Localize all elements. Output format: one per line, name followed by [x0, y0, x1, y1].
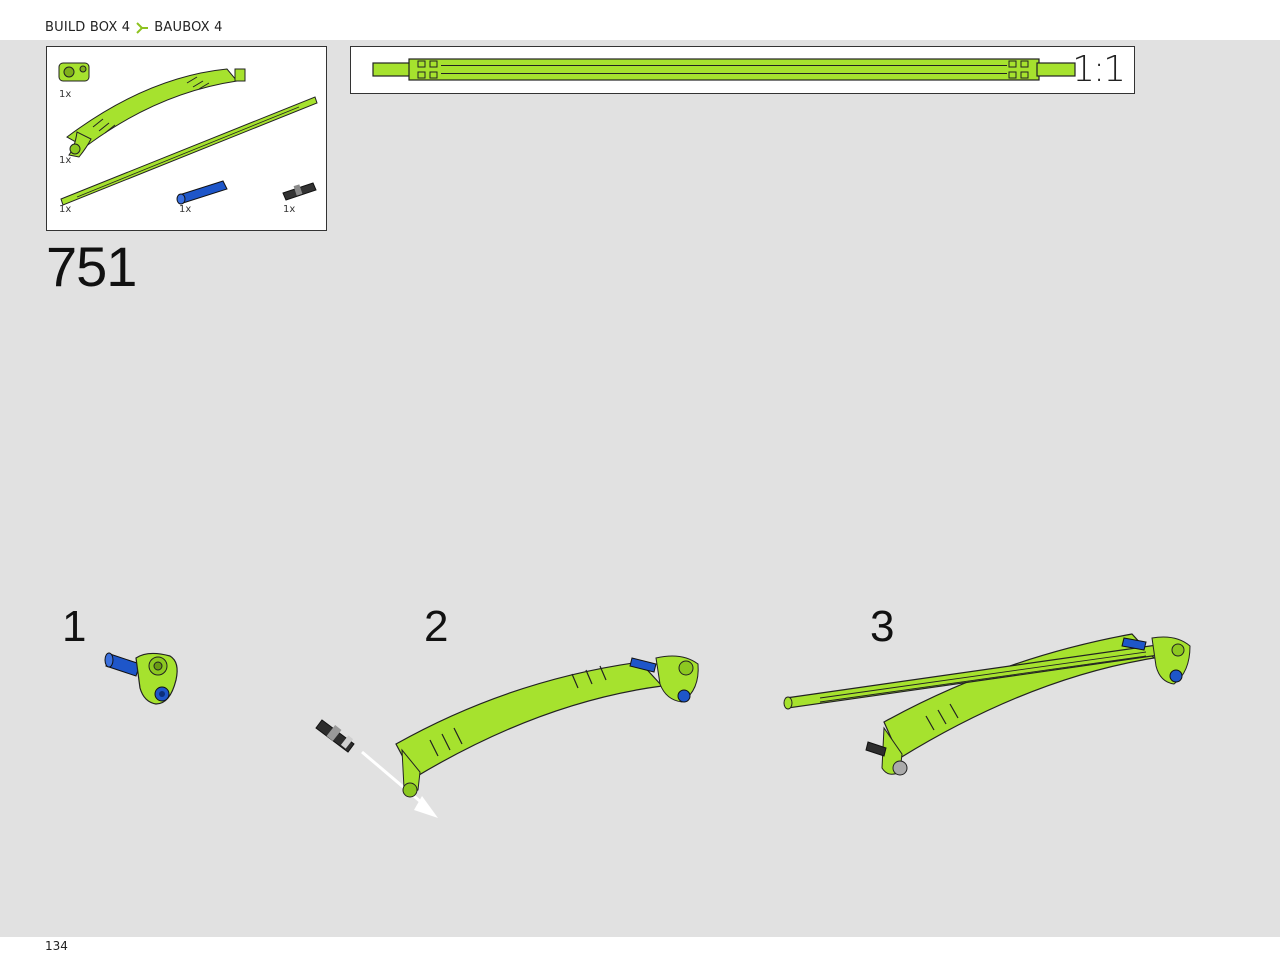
blue-pin-part: [176, 180, 228, 205]
substep-3-illustration: [783, 633, 1191, 776]
scale-label: 1:1: [1072, 49, 1126, 90]
qty-connector: 1x: [59, 89, 72, 100]
lime-axle-part: [60, 96, 318, 206]
insert-arrow: [361, 750, 429, 810]
parts-callout: 1x 1x 1x 1x 1x: [46, 46, 327, 231]
substep-3-number: 3: [870, 602, 895, 651]
axle-scale-drawing: [372, 58, 1076, 81]
breadcrumb-english: BUILD BOX 4: [45, 20, 131, 35]
qty-axle: 1x: [59, 204, 72, 215]
parts-illustrations: [58, 62, 318, 206]
qty-black-pin: 1x: [283, 204, 296, 215]
breadcrumb: BUILD BOX 4 BAUBOX 4: [45, 20, 223, 35]
substep-1-number: 1: [62, 602, 87, 651]
breadcrumb-german: BAUBOX 4: [154, 20, 223, 35]
arrow-separator-icon: [136, 21, 149, 34]
qty-blue-pin: 1x: [179, 204, 192, 215]
page-header: BUILD BOX 4 BAUBOX 4: [0, 0, 1280, 40]
substep-1-illustration: [104, 652, 178, 705]
step-number: 751: [46, 235, 137, 298]
substep-2-number: 2: [424, 602, 449, 651]
arrow-head-icon: [414, 796, 438, 818]
scale-reference-box: 1:1: [350, 46, 1135, 94]
substep-2-illustration: [315, 655, 699, 818]
lime-curved-panel-part: [66, 68, 246, 158]
black-pin-insert: [315, 719, 355, 753]
lime-connector-part: [58, 62, 90, 82]
page-number: 134: [45, 939, 68, 953]
page-footer: [0, 937, 1280, 974]
qty-curved-panel: 1x: [59, 155, 72, 166]
black-pin-part: [282, 182, 317, 201]
